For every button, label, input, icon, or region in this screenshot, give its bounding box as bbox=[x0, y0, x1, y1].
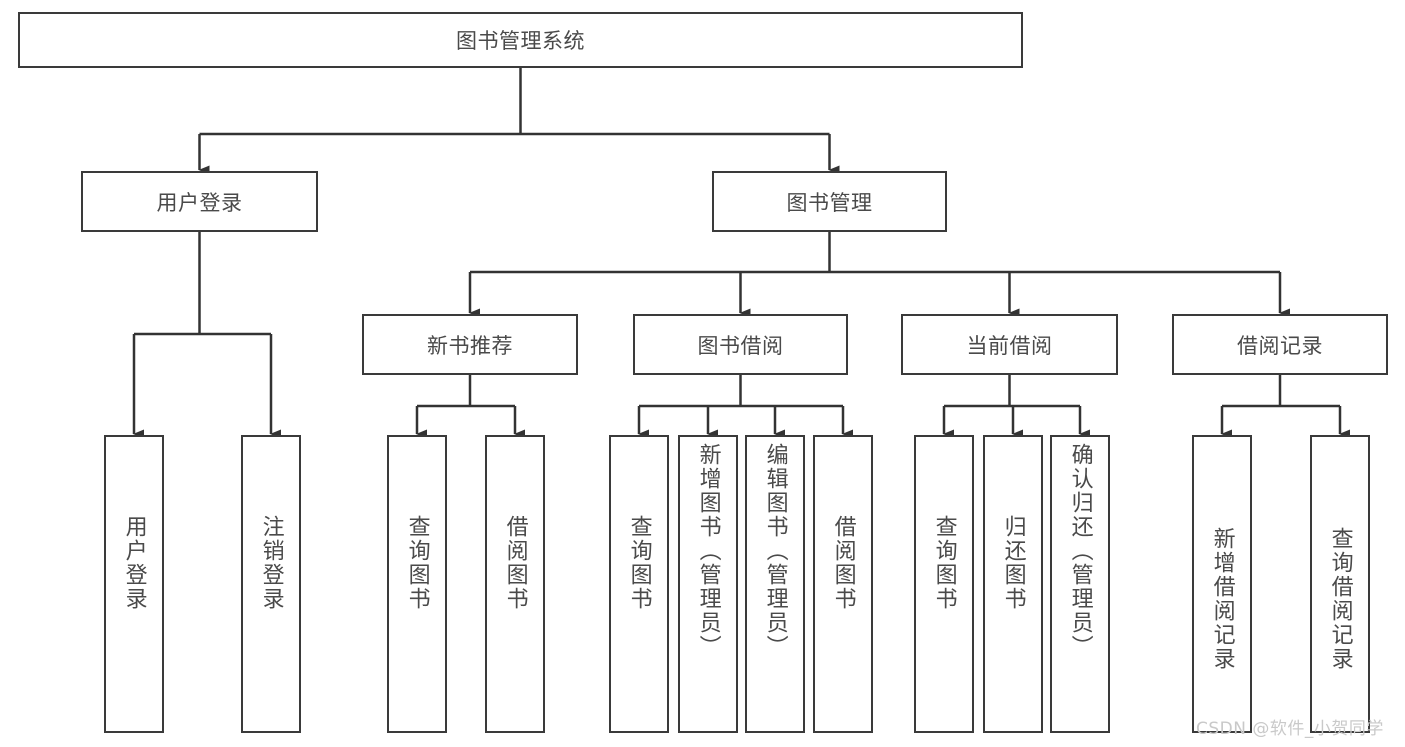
node-label: 查询图书 bbox=[626, 515, 652, 611]
node-borrow-record[interactable]: 借阅记录 bbox=[1172, 314, 1388, 375]
node-leaf-logout[interactable]: 注销登录 bbox=[241, 435, 301, 733]
node-label: 用户登录 bbox=[121, 515, 147, 611]
node-leaf-borrow-book-1[interactable]: 借阅图书 bbox=[485, 435, 545, 733]
node-label: 查询图书 bbox=[404, 515, 430, 611]
csdn-watermark: CSDN @软件_小贺同学 bbox=[1196, 719, 1384, 739]
node-label: 查询图书 bbox=[931, 515, 957, 611]
node-leaf-edit-book[interactable]: 编辑图书（管理员） bbox=[745, 435, 805, 733]
node-leaf-query-book-1[interactable]: 查询图书 bbox=[387, 435, 447, 733]
node-leaf-query-book-3[interactable]: 查询图书 bbox=[914, 435, 974, 733]
node-book-manage[interactable]: 图书管理 bbox=[712, 171, 947, 232]
node-label: 借阅记录 bbox=[1237, 333, 1323, 358]
node-label: 查询借阅记录 bbox=[1327, 527, 1353, 671]
node-leaf-confirm-return[interactable]: 确认归还（管理员） bbox=[1050, 435, 1110, 733]
node-label: 借阅图书 bbox=[830, 515, 856, 611]
node-leaf-add-book[interactable]: 新增图书（管理员） bbox=[678, 435, 738, 733]
node-label: 图书管理系统 bbox=[456, 29, 585, 53]
node-root[interactable]: 图书管理系统 bbox=[18, 12, 1023, 68]
node-leaf-query-book-2[interactable]: 查询图书 bbox=[609, 435, 669, 733]
node-label: 新书推荐 bbox=[427, 333, 513, 358]
node-label: 当前借阅 bbox=[966, 333, 1053, 358]
node-leaf-return-book[interactable]: 归还图书 bbox=[983, 435, 1043, 733]
node-new-book-rec[interactable]: 新书推荐 bbox=[362, 314, 578, 375]
node-label: 确认归还（管理员） bbox=[1067, 443, 1093, 659]
node-label: 归还图书 bbox=[1000, 515, 1026, 611]
node-label: 新增借阅记录 bbox=[1209, 527, 1235, 671]
node-label: 借阅图书 bbox=[502, 515, 528, 611]
node-label: 注销登录 bbox=[258, 515, 284, 611]
node-leaf-query-record[interactable]: 查询借阅记录 bbox=[1310, 435, 1370, 733]
node-label: 新增图书（管理员） bbox=[695, 443, 721, 659]
node-book-borrow[interactable]: 图书借阅 bbox=[633, 314, 848, 375]
node-label: 编辑图书（管理员） bbox=[762, 443, 788, 659]
node-user-login[interactable]: 用户登录 bbox=[81, 171, 318, 232]
node-leaf-borrow-book-2[interactable]: 借阅图书 bbox=[813, 435, 873, 733]
node-label: 图书管理 bbox=[786, 190, 873, 215]
node-leaf-add-record[interactable]: 新增借阅记录 bbox=[1192, 435, 1252, 733]
node-label: 图书借阅 bbox=[697, 333, 784, 358]
node-label: 用户登录 bbox=[156, 190, 243, 215]
node-leaf-user-login[interactable]: 用户登录 bbox=[104, 435, 164, 733]
node-current-borrow[interactable]: 当前借阅 bbox=[901, 314, 1118, 375]
